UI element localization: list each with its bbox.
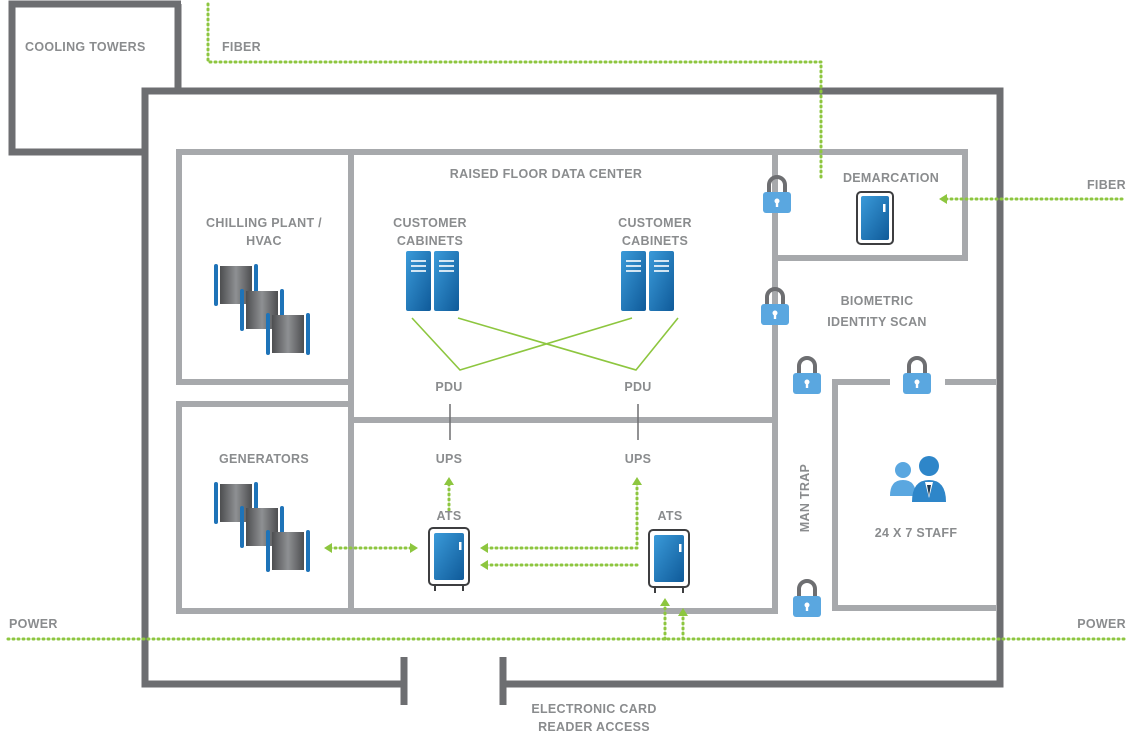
label-pdu-left: PDU (435, 380, 462, 394)
demarcation-room (775, 149, 968, 261)
arrow (410, 543, 418, 553)
arrow (660, 598, 670, 606)
label-ats-left: ATS (437, 509, 462, 523)
label-card-reader-1: ELECTRONIC CARD (531, 702, 656, 716)
label-biometric-2: IDENTITY SCAN (827, 315, 927, 329)
label-ats-right: ATS (658, 509, 683, 523)
staff-room (832, 379, 996, 611)
arrow (480, 560, 488, 570)
arrow (444, 477, 454, 485)
label-demarcation: DEMARCATION (843, 171, 939, 185)
label-customer-cabinets-right-1: CUSTOMER (618, 216, 692, 230)
chilling-plant-room (176, 149, 354, 385)
ats-unit-icon (648, 529, 690, 594)
server-cabinet-icon (405, 250, 460, 312)
label-cooling-towers: COOLING TOWERS (25, 40, 146, 54)
raised-floor-room (348, 149, 778, 420)
label-power-left: POWER (9, 617, 58, 631)
generator-unit-icon (214, 482, 310, 572)
server-cabinet-icon (620, 250, 675, 312)
staff-people-icon (890, 456, 946, 502)
arrow (632, 477, 642, 485)
fiber-arrow (939, 194, 947, 204)
label-man-trap: MAN TRAP (798, 464, 812, 532)
ats-ups-right-line (484, 481, 639, 550)
generators-room (176, 401, 354, 614)
lock-icon (791, 356, 823, 396)
arrow (480, 543, 488, 553)
label-power-right: POWER (1077, 617, 1126, 631)
label-fiber-right: FIBER (1087, 178, 1126, 192)
label-customer-cabinets-left-2: CABINETS (397, 234, 463, 248)
label-raised-floor: RAISED FLOOR DATA CENTER (450, 167, 642, 181)
label-generators: GENERATORS (219, 452, 309, 466)
lock-icon (791, 579, 823, 619)
pdu-right-links (457, 317, 679, 371)
cooling-towers-wall (8, 0, 181, 156)
label-fiber-top: FIBER (222, 40, 261, 54)
arrow (678, 608, 688, 616)
demarcation-panel-icon (856, 191, 894, 245)
label-chilling-plant-2: HVAC (246, 234, 282, 248)
label-biometric-1: BIOMETRIC (841, 294, 914, 308)
lock-icon (901, 356, 933, 396)
chiller-unit-icon (214, 264, 310, 355)
power-room (348, 400, 778, 614)
label-customer-cabinets-right-2: CABINETS (622, 234, 688, 248)
label-chilling-plant-1: CHILLING PLANT / (206, 216, 322, 230)
label-card-reader-2: READER ACCESS (538, 720, 650, 734)
building-outer-wall-left (141, 87, 1004, 688)
label-customer-cabinets-left-1: CUSTOMER (393, 216, 467, 230)
pdu-left-links (411, 317, 633, 371)
ats-unit-icon (428, 527, 470, 592)
label-staff: 24 X 7 STAFF (875, 526, 958, 540)
arrow (324, 543, 332, 553)
label-ups-left: UPS (436, 452, 463, 466)
label-ups-right: UPS (625, 452, 652, 466)
fiber-line-top (206, 2, 823, 180)
label-pdu-right: PDU (624, 380, 651, 394)
